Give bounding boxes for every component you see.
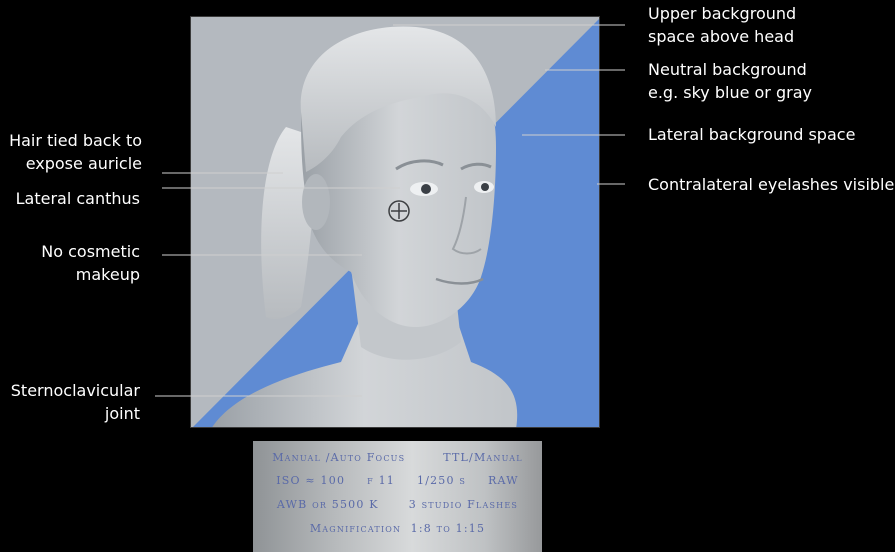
cam-flashes: 3 studio Flashes <box>409 498 518 511</box>
label-upper-background: Upper background space above head <box>648 2 796 48</box>
cam-magnification: Magnification 1:8 to 1:15 <box>310 522 485 535</box>
cam-row-white-balance: AWB or 5500 K 3 studio Flashes <box>253 498 542 511</box>
label-neutral-background: Neutral background e.g. sky blue or gray <box>648 58 812 104</box>
cam-flash-mode: TTL/Manual <box>443 451 523 464</box>
cam-focus-mode: Manual /Auto Focus <box>272 451 405 464</box>
cam-white-balance: AWB or 5500 K <box>277 498 379 511</box>
label-lateral-background: Lateral background space <box>648 123 855 146</box>
label-no-makeup: No cosmetic makeup <box>41 240 140 286</box>
label-sternoclavicular: Sternoclavicular joint <box>11 379 140 425</box>
label-lateral-canthus: Lateral canthus <box>16 187 140 210</box>
cam-aperture: f 11 <box>367 474 395 487</box>
cam-format: RAW <box>488 474 519 487</box>
label-hair-tied: Hair tied back to expose auricle <box>9 129 142 175</box>
cam-shutter: 1/250 s <box>417 474 466 487</box>
label-contralateral-eyelashes: Contralateral eyelashes visible <box>648 173 894 196</box>
cam-row-magnification: Magnification 1:8 to 1:15 <box>253 522 542 535</box>
cam-iso: ISO ≈ 100 <box>276 474 345 487</box>
camera-settings-panel: Manual /Auto Focus TTL/Manual ISO ≈ 100 … <box>253 441 542 552</box>
cam-row-exposure: ISO ≈ 100 f 11 1/250 s RAW <box>253 474 542 487</box>
cam-row-focus: Manual /Auto Focus TTL/Manual <box>253 451 542 464</box>
